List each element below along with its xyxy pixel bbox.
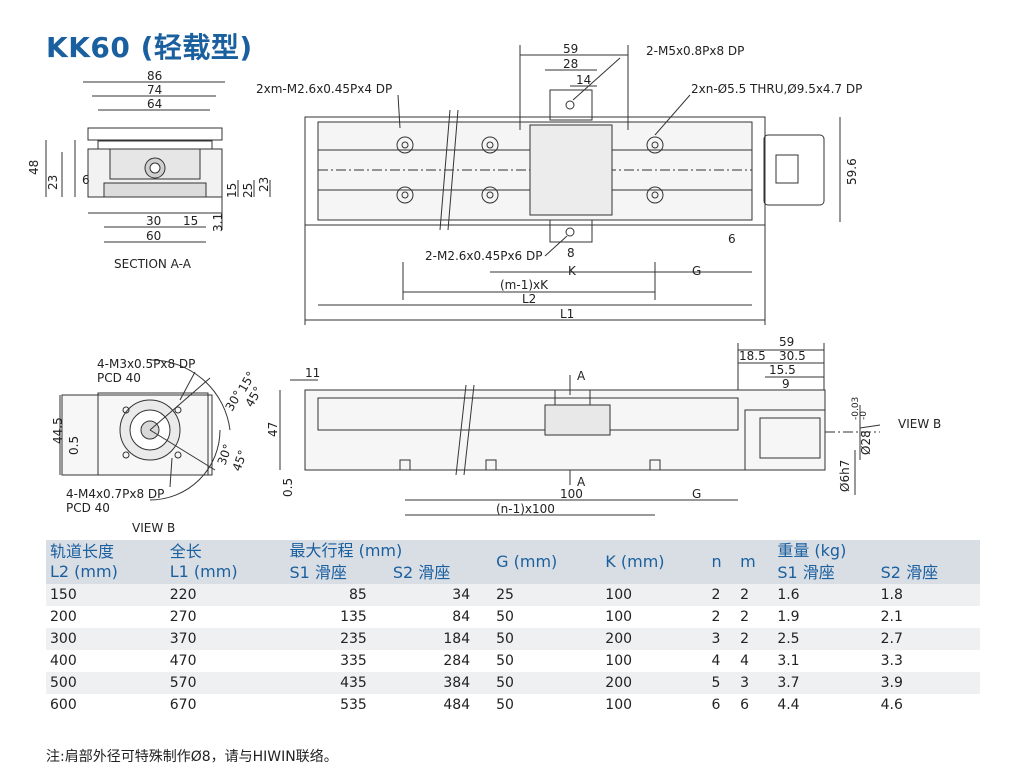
tol-lower: -0 (859, 411, 869, 420)
dim-28: 28 (563, 57, 578, 71)
dim-15: 15 (225, 183, 239, 198)
angle-45-bottom: 45° (230, 448, 250, 473)
col-m: m (736, 540, 774, 584)
dim-59-side: 59 (779, 335, 794, 349)
dim-8: 8 (567, 246, 575, 260)
dim-m-1-k: (m-1)xK (500, 278, 549, 292)
dim-59-6: 59.6 (845, 158, 859, 185)
dim-6-top: 6 (728, 232, 736, 246)
callout-m2-6-top: 2xm-M2.6x0.45Px4 DP (256, 82, 392, 96)
view-b-label: VIEW B (898, 417, 941, 431)
col-n: n (707, 540, 737, 584)
dim-3-1: 3.1 (211, 213, 225, 232)
callout-thru-hole: 2xn-Ø5.5 THRU,Ø9.5x4.7 DP (691, 82, 862, 96)
dim-60: 60 (146, 229, 161, 243)
callout-m5: 2-M5x0.8Px8 DP (646, 44, 744, 58)
view-b-caption: VIEW B (132, 521, 175, 535)
col-stroke-s1: S1 滑座 (285, 562, 389, 584)
dim-48: 48 (27, 160, 41, 175)
dim-9: 9 (782, 377, 790, 391)
dim-g-top: G (692, 264, 701, 278)
col-stroke-s2: S2 滑座 (388, 562, 493, 584)
view-b (59, 359, 231, 501)
dim-59-top: 59 (563, 42, 578, 56)
dim-0-5-view-b: 0.5 (67, 436, 81, 455)
section-aa-view (45, 81, 271, 243)
dim-30: 30 (146, 214, 161, 228)
dim-l1: L1 (560, 307, 574, 321)
callout-m4: 4-M4x0.7Px8 DP (66, 487, 164, 501)
callout-m2-6-bottom: 2-M2.6x0.45Px6 DP (425, 249, 543, 263)
angle-30-bottom: 30° (215, 442, 235, 467)
col-stroke: 最大行程 (mm) (285, 540, 493, 562)
technical-drawing: 86 74 64 48 23 6 15 25 23 3.1 30 15 60 S… (27, 42, 941, 535)
dim-23-right: 23 (257, 177, 271, 192)
dim-l2: L2 (522, 292, 536, 306)
dim-44-5: 44.5 (51, 417, 65, 444)
dim-6: 6 (82, 173, 90, 187)
callout-pcd-top: PCD 40 (97, 371, 141, 385)
dim-15-bottom: 15 (183, 214, 198, 228)
page-title: KK60 (轻载型) (46, 31, 253, 64)
dim-15-5: 15.5 (769, 363, 796, 377)
dim-n-1-100: (n-1)x100 (496, 502, 555, 516)
col-weight: 重量 (kg) (773, 540, 980, 562)
dim-74: 74 (147, 83, 162, 97)
dim-47: 47 (266, 422, 280, 437)
dim-18-5: 18.5 (739, 349, 766, 363)
dim-64: 64 (147, 97, 162, 111)
callout-m3: 4-M3x0.5Px8 DP (97, 357, 195, 371)
col-g: G (mm) (492, 540, 602, 584)
dim-d6h7: Ø6h7 (838, 460, 852, 492)
dim-k: K (568, 264, 577, 278)
section-aa-caption: SECTION A-A (114, 257, 192, 271)
col-weight-s1: S1 滑座 (773, 562, 877, 584)
dim-86: 86 (147, 69, 162, 83)
footnote: 注:肩部外径可特殊制作Ø8，请与HIWIN联络。 (46, 749, 338, 765)
dim-0-5-side: 0.5 (281, 478, 295, 497)
dim-30-5: 30.5 (779, 349, 806, 363)
dim-g-side: G (692, 487, 701, 501)
dim-100: 100 (560, 487, 583, 501)
top-view (304, 45, 841, 325)
dim-14: 14 (576, 73, 591, 87)
section-mark-a-bottom: A (577, 475, 586, 489)
dim-25: 25 (241, 183, 255, 198)
tol-upper: -0.03 (851, 397, 861, 420)
dim-d28: Ø28 (859, 430, 873, 455)
side-view (279, 343, 881, 516)
section-mark-a-top: A (577, 369, 586, 383)
col-k: K (mm) (601, 540, 708, 584)
dim-11: 11 (305, 366, 320, 380)
col-weight-s2: S2 滑座 (876, 562, 980, 584)
dim-23-left: 23 (46, 175, 60, 190)
callout-pcd-bottom: PCD 40 (66, 501, 110, 515)
